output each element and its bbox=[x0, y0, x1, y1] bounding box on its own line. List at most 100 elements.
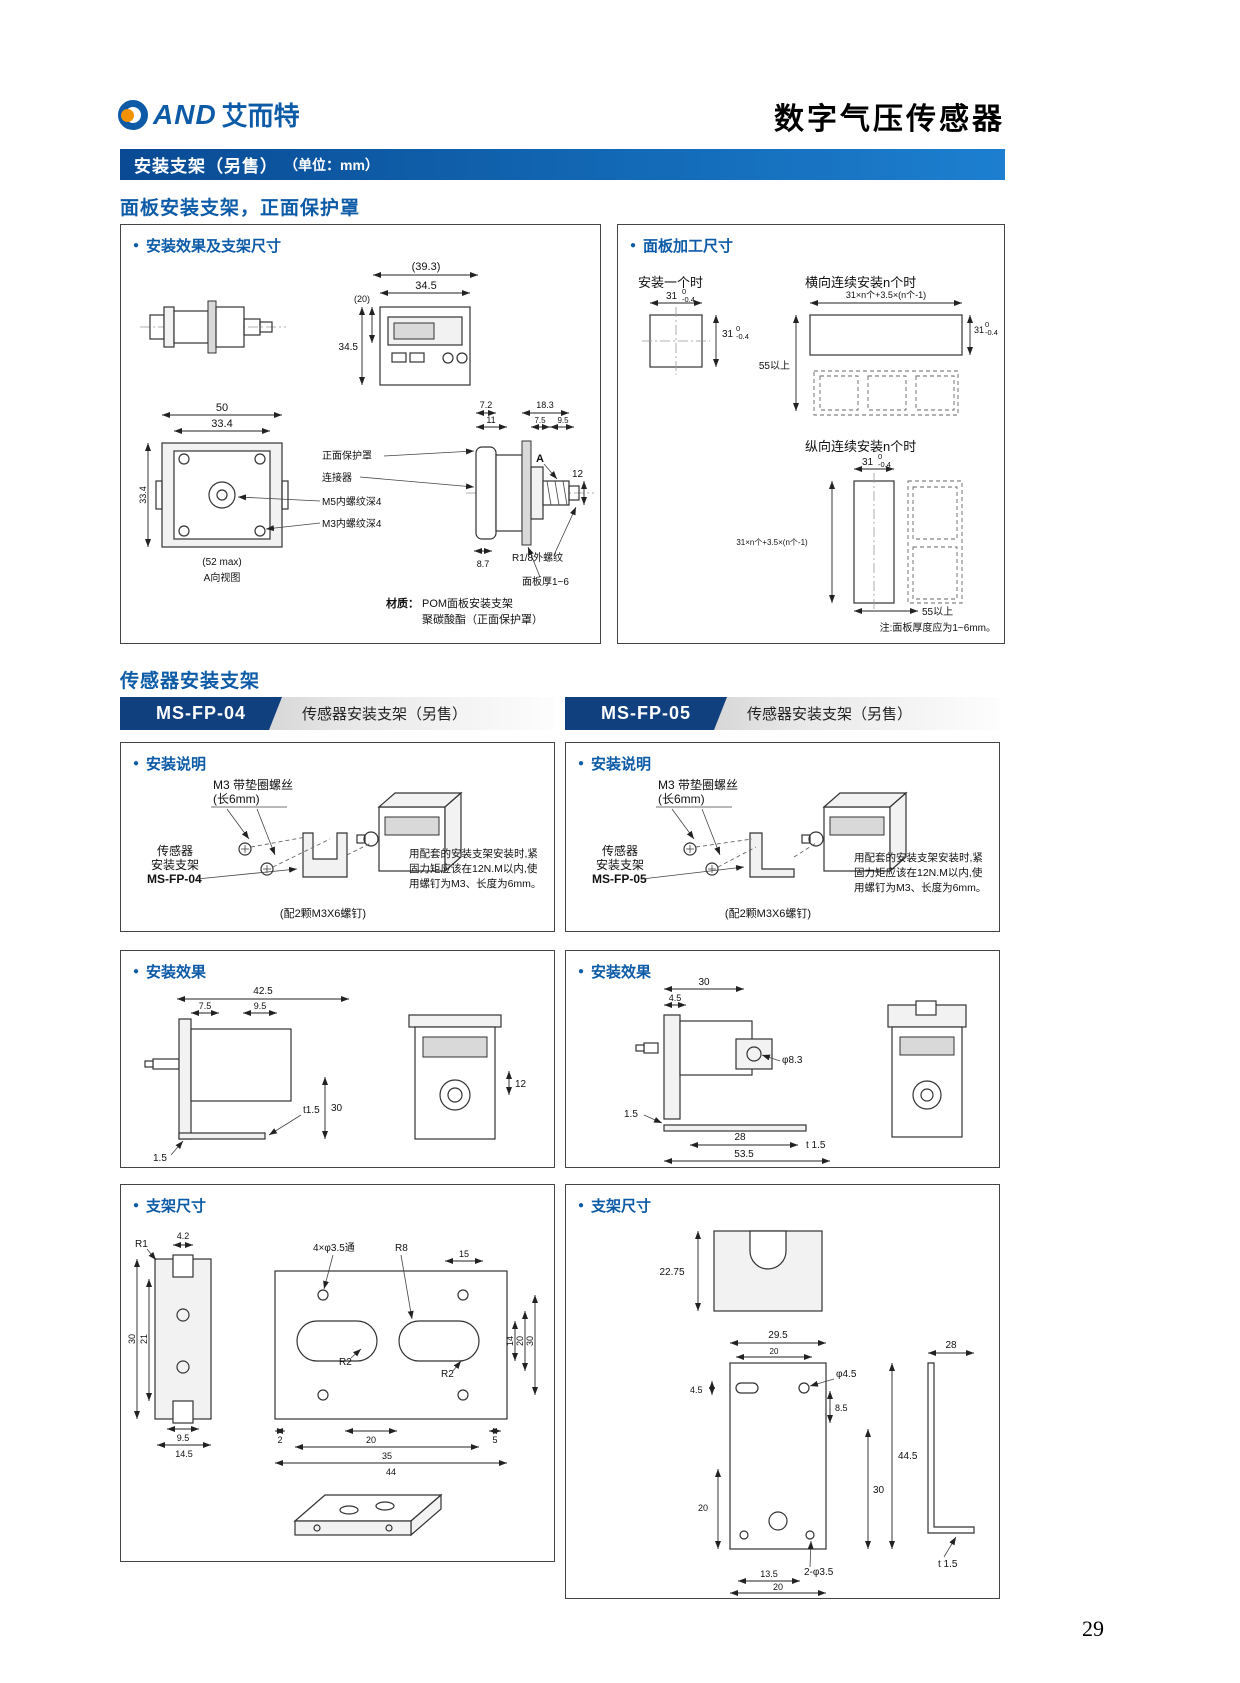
dim-label: (20) bbox=[354, 294, 370, 304]
clamp-top-view bbox=[695, 1230, 823, 1312]
dim-label: 9.5 bbox=[254, 1001, 267, 1011]
dim-label: 1.5 bbox=[624, 1109, 638, 1120]
screw-label: (长6mm) bbox=[213, 792, 260, 806]
dim-label: 30 bbox=[873, 1485, 885, 1496]
panel-thickness-label: 面板厚1~6 bbox=[522, 575, 569, 588]
fp04-size-drawing: R1 4.2 30 21 9.5 14.5 4×φ3.5通 R8 bbox=[127, 1231, 538, 1537]
dim-label: R2 bbox=[441, 1369, 454, 1380]
brand-name: 艾而特 bbox=[221, 101, 300, 131]
side-mounted-view bbox=[140, 300, 286, 354]
section-banner: 安装支架（另售） （单位：mm） bbox=[120, 149, 1005, 180]
fp05-size-box: ● 支架尺寸 22.75 29.5 20 bbox=[565, 1184, 1000, 1599]
panel-effect-drawing: (39.3) 34.5 34.5 (20) 50 33.4 33.4 (52 m… bbox=[138, 261, 594, 626]
dim-label: 53.5 bbox=[734, 1149, 754, 1160]
dim-label: 55以上 bbox=[922, 606, 953, 618]
dim-label: 18.3 bbox=[536, 400, 554, 410]
a-view-label: A向视图 bbox=[204, 571, 241, 584]
panel-cutout-drawing: 安装一个时 31 0 -0.4 31 0 -0.4 横向连续安装n个时 31×n… bbox=[638, 275, 998, 634]
horizontal-cutout bbox=[793, 300, 973, 416]
fp05-effect-title: ● 安装效果 bbox=[578, 961, 651, 982]
bracket-model-label: MS-FP-04 bbox=[147, 872, 202, 886]
dim-label: 7.5 bbox=[199, 1001, 212, 1011]
dim-label: R8 bbox=[395, 1243, 408, 1254]
dim-label: 31 bbox=[666, 291, 678, 302]
bent-side-view bbox=[927, 1350, 975, 1558]
tol-label: 0 bbox=[878, 452, 882, 461]
dim-label: 5 bbox=[492, 1435, 497, 1445]
dim-label: 2 bbox=[277, 1435, 282, 1445]
dim-label: 11 bbox=[486, 415, 495, 425]
fp05-model-label: MS-FP-05 bbox=[600, 703, 691, 723]
fp04-size-title: ● 支架尺寸 bbox=[133, 1195, 206, 1216]
screw-label: M3 带垫圈螺丝 bbox=[213, 777, 293, 792]
dim-label: 31 bbox=[974, 325, 984, 335]
fp05-install-title-text: 安装说明 bbox=[591, 756, 652, 773]
dim-label: 30 bbox=[525, 1336, 535, 1346]
u-bracket bbox=[302, 832, 348, 878]
dim-label: t 1.5 bbox=[806, 1140, 826, 1151]
dim-label: 4.5 bbox=[669, 993, 682, 1003]
brand-logo-icon bbox=[118, 99, 148, 130]
dim-label: 50 bbox=[216, 402, 228, 414]
fp04-install-title: ● 安装说明 bbox=[133, 753, 206, 774]
dim-label: 33.4 bbox=[211, 418, 232, 430]
dim-label: 42.5 bbox=[253, 986, 273, 997]
fp05-size-drawing: 22.75 29.5 20 φ4.5 4.5 8.5 44.5 30 20 2-… bbox=[659, 1230, 975, 1596]
dim-label: 44 bbox=[386, 1467, 396, 1477]
panel-cutout-box-title-text: 面板加工尺寸 bbox=[643, 238, 734, 255]
fp05-install-box: ● 安装说明 M3 带垫圈螺丝 (长6mm) 传感器 安装支架 MS-FP-05… bbox=[565, 742, 1000, 932]
fp04-subtitle: 传感器安装支架（另售） bbox=[302, 706, 468, 723]
banner-title: 安装支架（另售） bbox=[134, 157, 278, 176]
fp04-effect-title: ● 安装效果 bbox=[133, 961, 206, 982]
side-view bbox=[635, 1014, 830, 1164]
front-cover-label: 正面保护罩 bbox=[322, 449, 372, 462]
screw-label: (长6mm) bbox=[658, 792, 705, 806]
bracket-label: 安装支架 bbox=[596, 857, 644, 872]
dim-label: 9.5 bbox=[557, 416, 569, 425]
bracket-label: 传感器 bbox=[157, 843, 193, 858]
bullet-icon: ● bbox=[133, 1200, 140, 1211]
bullet-icon: ● bbox=[578, 966, 585, 977]
flat-pattern-view bbox=[274, 1254, 538, 1466]
fp05-install-drawing: M3 带垫圈螺丝 (长6mm) 传感器 安装支架 MS-FP-05 (配2颗M3… bbox=[592, 777, 908, 920]
dim-label: 8.5 bbox=[835, 1403, 848, 1413]
dim-label: 14 bbox=[505, 1336, 515, 1346]
bullet-icon: ● bbox=[133, 966, 140, 977]
vertical-cutout bbox=[829, 466, 963, 614]
dim-label: 20 bbox=[773, 1582, 783, 1592]
bullet-icon: ● bbox=[133, 758, 140, 769]
m3-thread-label: M3内螺纹深4 bbox=[322, 517, 382, 530]
fp05-install-note: 用配套的安装支架安装时,紧固力矩应该在12N.M以内,使用螺钉为M3、长度为6m… bbox=[854, 852, 987, 895]
page-title: 数字气压传感器 bbox=[774, 103, 1005, 136]
tol-label: -0.4 bbox=[682, 295, 695, 304]
isometric-sketch bbox=[293, 1493, 443, 1537]
dim-label: 1.5 bbox=[153, 1153, 167, 1164]
l-bracket bbox=[749, 832, 795, 878]
dim-label: t 1.5 bbox=[938, 1559, 958, 1570]
dim-label: 31×n个+3.5×(n个-1) bbox=[736, 538, 808, 547]
dim-label: φ4.5 bbox=[836, 1369, 857, 1380]
dim-label: R1 bbox=[135, 1239, 148, 1250]
dim-label: 55以上 bbox=[759, 360, 790, 372]
page-number: 29 bbox=[1082, 1616, 1104, 1641]
dim-label: (52 max) bbox=[202, 557, 241, 568]
dim-label: 31×n个+3.5×(n个-1) bbox=[846, 290, 926, 300]
panel-effect-box-title-text: 安装效果及支架尺寸 bbox=[146, 238, 282, 255]
fp05-effect-box: ● 安装效果 30 4.5 φ8.3 1.5 28 t 1.5 53.5 bbox=[565, 950, 1000, 1168]
dim-label: 20 bbox=[515, 1336, 525, 1346]
tol-label: 0 bbox=[736, 324, 740, 333]
front-plate-view bbox=[709, 1340, 895, 1596]
callout-leaders bbox=[237, 448, 475, 532]
screws bbox=[683, 838, 817, 876]
dim-label: 34.5 bbox=[415, 280, 436, 292]
sensor-cube bbox=[801, 791, 908, 873]
dim-label: 12 bbox=[572, 469, 584, 480]
dim-label: 7.5 bbox=[534, 416, 546, 425]
dim-label: 29.5 bbox=[768, 1330, 788, 1341]
dim-label: 4.2 bbox=[177, 1231, 190, 1241]
fp04-model-label: MS-FP-04 bbox=[155, 703, 246, 723]
panel-cutout-box-title: ● 面板加工尺寸 bbox=[630, 235, 733, 256]
front-view bbox=[359, 272, 478, 386]
material-title: 材质： bbox=[386, 596, 419, 610]
